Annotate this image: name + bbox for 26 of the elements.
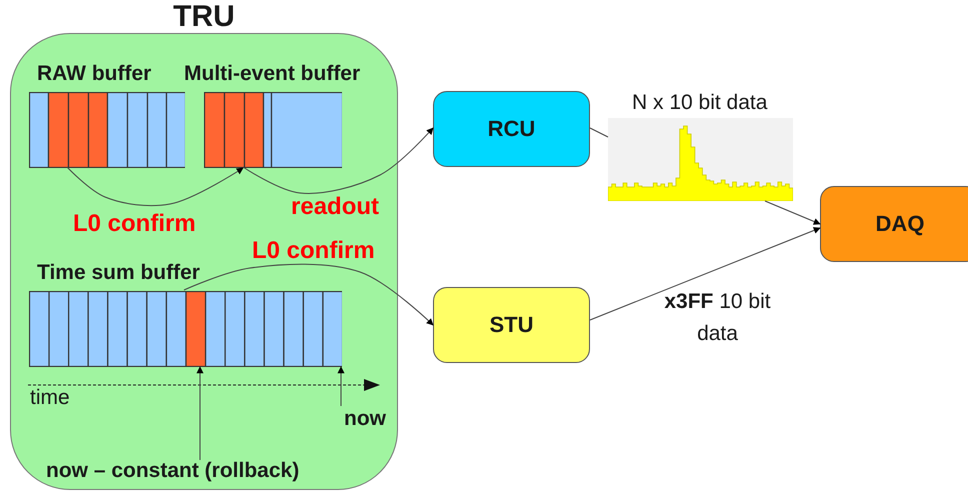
buffer-title: Multi-event buffer bbox=[184, 62, 360, 86]
arrow bbox=[764, 200, 821, 225]
arrow bbox=[196, 366, 204, 460]
arrow bbox=[184, 264, 434, 326]
edge-label: readout bbox=[291, 193, 380, 221]
box-label: DAQ bbox=[876, 211, 924, 237]
axis-label: time bbox=[30, 386, 70, 410]
process-box bbox=[433, 91, 590, 167]
edge-label: L0 confirm bbox=[73, 210, 196, 238]
plot-caption: N x 10 bit data bbox=[632, 91, 768, 115]
arrow bbox=[66, 166, 244, 206]
process-box bbox=[820, 186, 968, 262]
buffer-title: Time sum buffer bbox=[37, 261, 200, 285]
arrow bbox=[590, 227, 821, 320]
arrow bbox=[242, 127, 434, 194]
process-box bbox=[433, 287, 590, 363]
buffer-title: RAW buffer bbox=[37, 62, 152, 86]
pointer-label: now – constant (rollback) bbox=[46, 459, 300, 483]
edge-label: L0 confirm bbox=[252, 237, 375, 265]
box-label: RCU bbox=[488, 116, 536, 142]
panel-title: TRU bbox=[173, 0, 235, 34]
pointer-label: now bbox=[344, 407, 386, 431]
connector-line bbox=[590, 128, 608, 138]
edge-label: x3FF 10 bit data bbox=[663, 289, 772, 347]
arrow bbox=[338, 366, 344, 406]
box-label: STU bbox=[490, 312, 534, 338]
